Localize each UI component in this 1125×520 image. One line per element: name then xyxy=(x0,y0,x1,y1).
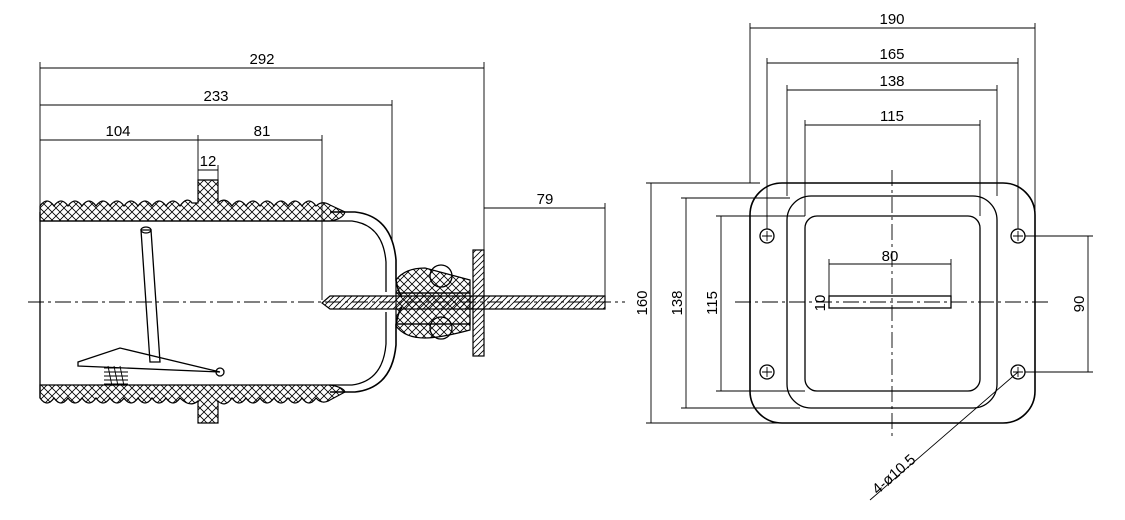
front-dimensions: 190 165 138 115 160 138 xyxy=(634,11,1093,501)
lower-bellows xyxy=(39,384,346,424)
front-view: 190 165 138 115 160 138 xyxy=(634,11,1093,501)
bolt-head-bottom xyxy=(429,316,453,340)
outer-frame xyxy=(786,195,998,409)
dim-terminal-length: 79 xyxy=(537,191,554,208)
dim-body-length: 233 xyxy=(203,88,228,105)
lever-mechanism xyxy=(77,226,225,387)
dim-hole-spacing-x: 165 xyxy=(879,46,904,63)
dim-left-section: 104 xyxy=(105,123,130,140)
outer-flange xyxy=(749,182,1036,424)
housing-outer-lower xyxy=(330,306,403,393)
bolt-head-top xyxy=(429,264,453,288)
hole-callout: 4-ø10.5 xyxy=(869,451,919,498)
dim-frame-height: 138 xyxy=(669,290,686,315)
dim-slot-height: 10 xyxy=(812,295,829,312)
dim-slot-length: 80 xyxy=(882,248,899,265)
bushing-body xyxy=(395,267,471,339)
dim-overall-length: 292 xyxy=(249,51,274,68)
dim-inner-height: 115 xyxy=(704,291,721,315)
inner-window xyxy=(804,215,981,392)
dim-flange-height: 160 xyxy=(634,290,651,315)
dim-middle-section: 81 xyxy=(254,123,271,140)
dim-hole-spacing-y: 90 xyxy=(1071,296,1088,313)
side-view: 292 233 104 81 12 79 xyxy=(28,51,625,424)
conductor-rod xyxy=(321,295,606,310)
housing-inner xyxy=(330,220,387,292)
dim-inner-width: 115 xyxy=(880,108,904,125)
upper-bellows xyxy=(39,179,346,222)
dim-flange-width: 190 xyxy=(879,11,904,28)
side-dimensions: 292 233 104 81 12 79 xyxy=(39,51,606,300)
dim-flange-width: 12 xyxy=(200,153,217,170)
terminal-slot xyxy=(828,295,952,309)
dim-frame-width: 138 xyxy=(879,73,904,90)
